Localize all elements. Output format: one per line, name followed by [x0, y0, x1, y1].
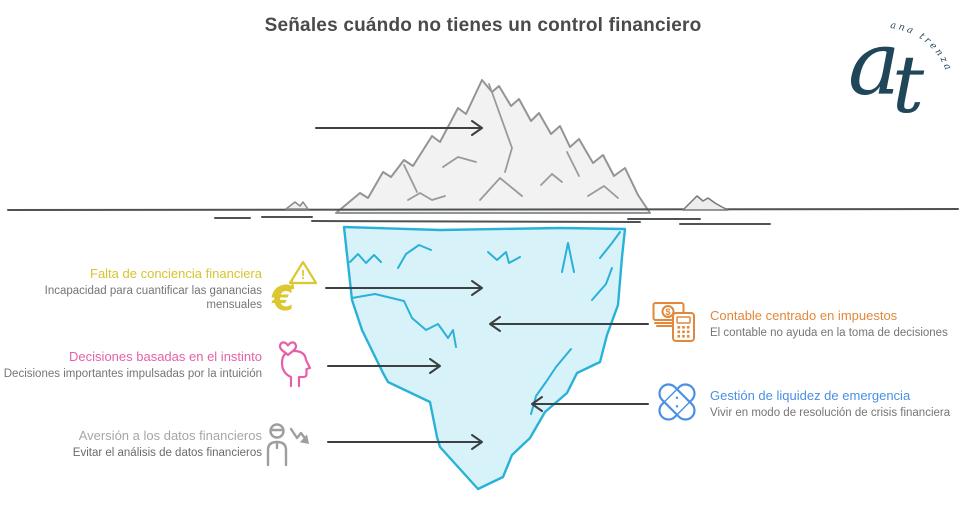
person-decline-icon	[266, 423, 309, 467]
arrow-decisiones-instinto	[327, 358, 441, 374]
bandage-icon	[658, 383, 696, 421]
item-title: Gestión de liquidez de emergencia	[710, 388, 911, 403]
waterline	[7, 208, 959, 225]
arrow-tip-of-iceberg	[315, 120, 483, 136]
money-calculator-icon: $	[652, 302, 695, 342]
mini-iceberg-left	[285, 201, 309, 210]
item-description: Vivir en modo de resolución de crisis fi…	[710, 407, 951, 419]
warning-exclamation: !	[301, 267, 305, 282]
item-gestion-liquidez: Gestión de liquidez de emergencia Vivir …	[710, 388, 966, 420]
item-description: El contable no ayuda en la toma de decis…	[710, 327, 948, 339]
item-description: Decisiones importantes impulsadas por la…	[3, 368, 262, 380]
head-heart-icon	[278, 341, 312, 388]
iceberg-below-water	[342, 225, 627, 491]
item-description: Incapacidad para cuantificar las gananci…	[44, 285, 262, 311]
item-aversion-datos: Aversión a los datos financieros Evitar …	[0, 428, 262, 460]
item-decisiones-instinto: Decisiones basadas en el instinto Decisi…	[0, 349, 262, 381]
item-falta-conciencia: Falta de conciencia financiera Incapacid…	[10, 266, 262, 312]
euro-glyph: €	[271, 282, 294, 312]
logo-letter-t: t	[892, 38, 925, 120]
item-title: Contable centrado en impuestos	[710, 308, 898, 323]
mini-iceberg-right	[682, 195, 729, 211]
item-title: Aversión a los datos financieros	[78, 428, 262, 443]
euro-warning-icon: ! €	[271, 260, 318, 312]
arrow-contable-impuestos	[489, 316, 649, 332]
arrow-falta-conciencia	[325, 280, 483, 296]
item-title: Decisiones basadas en el instinto	[69, 349, 262, 364]
page-title: Señales cuándo no tienes un control fina…	[264, 15, 702, 36]
pointer-arrows	[315, 120, 649, 450]
arrow-aversion-datos	[327, 434, 483, 450]
item-description: Evitar el análisis de datos financieros	[72, 447, 262, 459]
arrow-gestion-liquidez	[531, 396, 649, 412]
logo-letter-a: a	[848, 12, 900, 115]
item-title: Falta de conciencia financiera	[90, 266, 262, 281]
item-contable-impuestos: Contable centrado en impuestos El contab…	[710, 308, 960, 340]
iceberg-above-water	[335, 79, 651, 214]
ana-trenza-logo: ana trenza a t	[848, 12, 952, 120]
dollar-glyph: $	[665, 307, 670, 317]
